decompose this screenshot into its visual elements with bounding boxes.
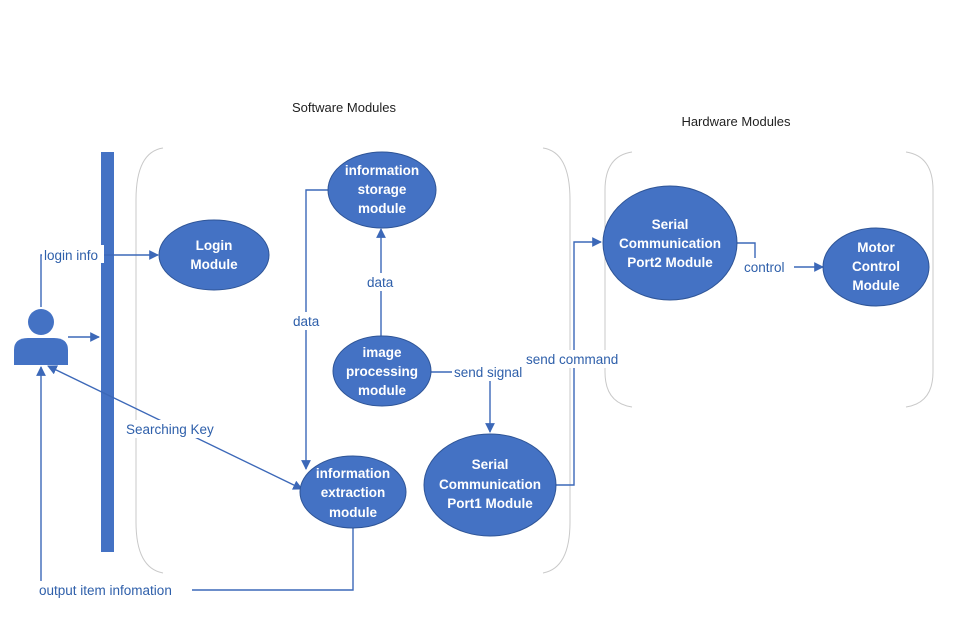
hardware-modules-title: Hardware Modules bbox=[681, 114, 791, 129]
edge-label-send-command: send command bbox=[526, 352, 618, 367]
image-module-label-line2: processing bbox=[346, 364, 418, 379]
port2-module-label-line3: Port2 Module bbox=[627, 255, 713, 270]
software-modules-title: Software Modules bbox=[292, 100, 397, 115]
storage-module-label-line2: storage bbox=[358, 182, 407, 197]
port1-module-label-line3: Port1 Module bbox=[447, 496, 533, 511]
motor-module-label-line3: Module bbox=[852, 278, 900, 293]
extraction-module-label-line2: extraction bbox=[321, 485, 386, 500]
hardware-boundary-left bbox=[604, 151, 633, 408]
image-module-label-line1: image bbox=[362, 345, 402, 360]
login-module-label-line2: Module bbox=[190, 257, 238, 272]
user-actor-icon bbox=[14, 309, 68, 365]
port1-module-label-line2: Communication bbox=[439, 477, 541, 492]
port1-module-label-line1: Serial bbox=[472, 457, 509, 472]
edge-data-left bbox=[301, 189, 328, 470]
edge-label-data-left: data bbox=[293, 314, 320, 329]
login-module-node[interactable]: Login Module bbox=[158, 219, 270, 291]
motor-module-label-line2: Control bbox=[852, 259, 900, 274]
hardware-boundary-right bbox=[905, 151, 934, 408]
port2-module-label-line1: Serial bbox=[652, 217, 689, 232]
edge-output-item bbox=[36, 366, 354, 591]
login-module-label-line1: Login bbox=[196, 238, 233, 253]
edge-label-login-info: login info bbox=[44, 248, 98, 263]
extraction-module-label-line1: information bbox=[316, 466, 390, 481]
port2-module-node[interactable]: Serial Communication Port2 Module bbox=[602, 185, 738, 301]
storage-module-label-line1: information bbox=[345, 163, 419, 178]
port2-module-label-line2: Communication bbox=[619, 236, 721, 251]
motor-module-label-line1: Motor bbox=[857, 240, 895, 255]
image-module-label-line3: module bbox=[358, 383, 406, 398]
edge-label-data-up: data bbox=[367, 275, 394, 290]
port1-module-node[interactable]: Serial Communication Port1 Module bbox=[423, 433, 557, 537]
edge-label-output-item: output item infomation bbox=[39, 583, 172, 598]
storage-module-node[interactable]: information storage module bbox=[327, 151, 437, 229]
system-boundary-bar bbox=[101, 152, 114, 552]
storage-module-label-line3: module bbox=[358, 201, 406, 216]
extraction-module-label-line3: module bbox=[329, 505, 377, 520]
extraction-module-node[interactable]: information extraction module bbox=[299, 455, 407, 529]
image-processing-module-node[interactable]: image processing module bbox=[332, 335, 432, 407]
edge-label-searching-key: Searching Key bbox=[126, 422, 214, 437]
software-boundary-left bbox=[135, 147, 164, 574]
motor-control-module-node[interactable]: Motor Control Module bbox=[822, 227, 930, 307]
edge-label-send-signal: send signal bbox=[454, 365, 522, 380]
edge-login-info bbox=[40, 250, 159, 307]
edge-label-control: control bbox=[744, 260, 785, 275]
